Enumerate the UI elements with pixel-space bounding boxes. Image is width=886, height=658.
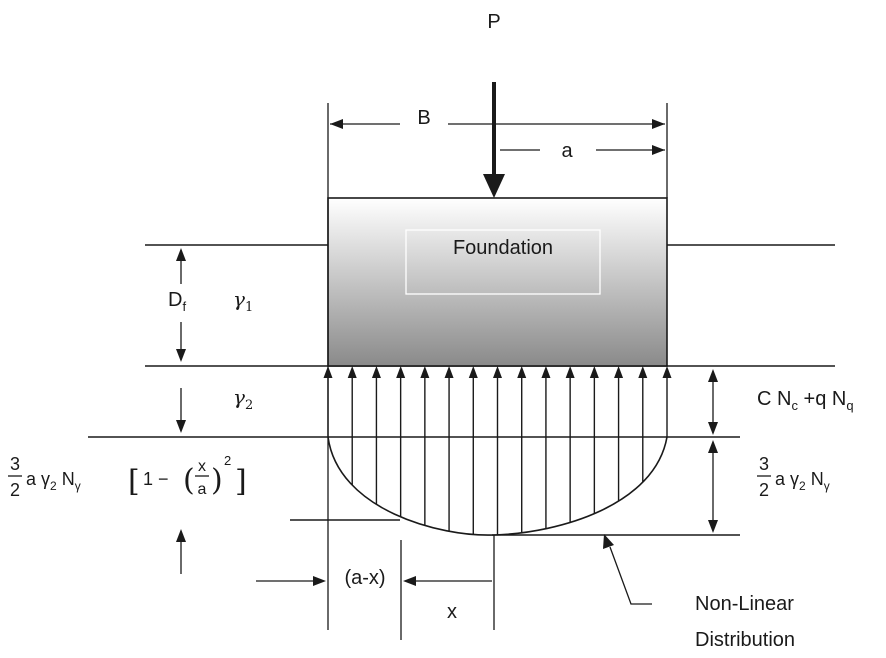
load-arrow-head xyxy=(483,174,505,198)
lower-right-formula-body: a γ2 Nγ xyxy=(775,469,830,493)
left-bracket-open: [ xyxy=(128,464,140,499)
depth-dim-arrow-up xyxy=(176,248,186,261)
left-paren-close: ) xyxy=(211,463,223,498)
upper-pressure-dim-arrow-down xyxy=(708,422,718,435)
pressure-arrow-head xyxy=(347,366,357,378)
pressure-arrows xyxy=(323,366,672,535)
left-fraction-den: 2 xyxy=(10,480,20,500)
pressure-arrow-head xyxy=(371,366,381,378)
pressure-arrow-head xyxy=(541,366,551,378)
pressure-arrow-head xyxy=(323,366,333,378)
width-dim-arrow-left xyxy=(330,119,343,129)
pressure-arrow-head xyxy=(565,366,575,378)
left-bracket-close: ] xyxy=(235,464,247,499)
left-one-minus: 1 − xyxy=(143,469,169,489)
pressure-arrow-head xyxy=(638,366,648,378)
lower-right-fraction-den: 2 xyxy=(759,480,769,500)
half-width-label: a xyxy=(561,140,573,162)
x-label: x xyxy=(447,601,457,623)
gamma2-dim-arrow xyxy=(176,420,186,433)
pressure-arrow-head xyxy=(396,366,406,378)
pressure-arrow-head xyxy=(420,366,430,378)
left-exponent: 2 xyxy=(224,453,231,468)
upper-pressure-dim-arrow-up xyxy=(708,369,718,382)
curve-note-line2: Distribution xyxy=(695,629,795,651)
width-dim-arrow-right xyxy=(652,119,665,129)
foundation-label-box xyxy=(405,229,601,295)
curve-leader-arrow xyxy=(603,534,614,549)
left-formula: 3 2 a γ2 Nγ [ 1 − ( x a ) 2 ] xyxy=(8,453,247,500)
non-linear-distribution-curve xyxy=(327,436,668,536)
pressure-arrow-head xyxy=(468,366,478,378)
curve-leader-line xyxy=(609,546,652,605)
pressure-arrow-head xyxy=(517,366,527,378)
left-inner-frac-den: a xyxy=(198,481,207,498)
gamma2-label: γ2 xyxy=(233,385,253,413)
left-formula-body: a γ2 Nγ xyxy=(26,469,81,493)
offset-dim-right-arrow xyxy=(403,576,416,586)
depth-dim-arrow-down xyxy=(176,349,186,362)
upper-right-formula: C Nc +q Nq xyxy=(757,388,854,413)
curve-note-line1: Non-Linear xyxy=(695,593,794,615)
pressure-arrow-head xyxy=(614,366,624,378)
gamma1-label: γ1 xyxy=(233,287,253,315)
offset-label: (a-x) xyxy=(344,567,385,589)
lower-pressure-dim-arrow-down xyxy=(708,520,718,533)
pressure-arrow-head xyxy=(589,366,599,378)
left-paren-open: ( xyxy=(183,463,195,498)
left-inner-frac-num: x xyxy=(198,458,206,475)
lower-pressure-dim-arrow-up xyxy=(708,440,718,453)
lower-right-fraction-num: 3 xyxy=(759,454,769,474)
pressure-arrow-head xyxy=(662,366,672,378)
pressure-arrow-head xyxy=(493,366,502,378)
pressure-arrow-head xyxy=(444,366,454,378)
load-label: P xyxy=(487,11,500,33)
depth-label: Df xyxy=(168,289,186,314)
foundation-label: Foundation xyxy=(453,237,553,259)
half-width-dim-arrow xyxy=(652,145,665,155)
lower-right-formula: 3 2 a γ2 Nγ xyxy=(757,454,830,500)
offset-dim-left-arrow xyxy=(313,576,326,586)
left-formula-arrow-head xyxy=(176,529,186,542)
width-label: B xyxy=(417,107,430,129)
foundation-block xyxy=(327,197,668,367)
left-fraction-num: 3 xyxy=(10,454,20,474)
